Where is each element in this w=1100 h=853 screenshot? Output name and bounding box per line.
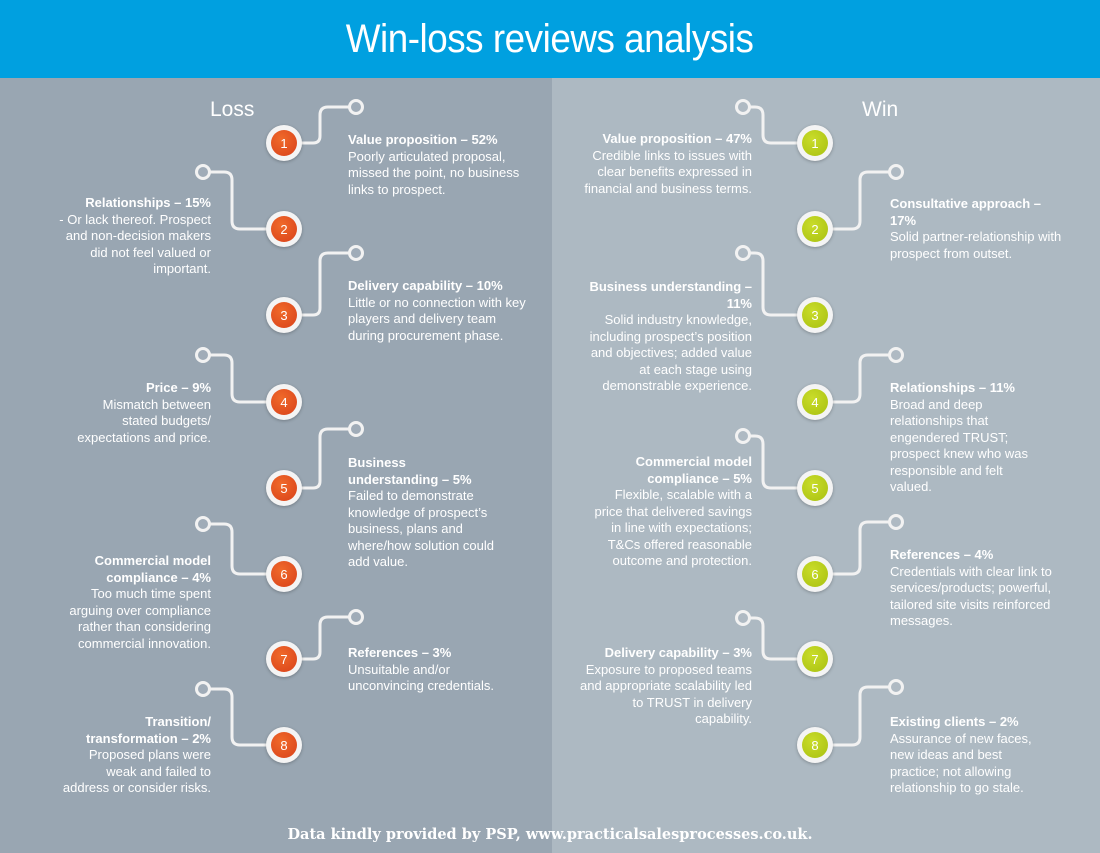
badge-number: 1 [271,130,297,156]
win-item-5: Commercial model compliance – 5% Flexibl… [590,454,752,570]
loss-badge-2: 2 [266,211,302,247]
win-badge-4: 4 [797,384,833,420]
item-description: Little or no connection with key players… [348,294,526,343]
item-heading: Business understanding – 11% [589,279,752,311]
loss-item-4: Price – 9% Mismatch between stated budge… [70,380,211,446]
badge-number: 8 [802,732,828,758]
win-item-7: Delivery capability – 3% Exposure to pro… [580,645,752,728]
badge-number: 6 [271,561,297,587]
data-credit: Data kindly provided by PSP, www.practic… [287,826,813,843]
loss-item-2: Relationships – 15% - Or lack thereof. P… [50,195,211,278]
item-heading: Commercial model compliance – 5% [635,454,752,486]
item-description: Proposed plans were weak and failed to a… [62,747,211,795]
item-heading: Relationships – 11% [890,380,1015,395]
win-column-title: Win [862,98,899,121]
badge-number: 4 [271,389,297,415]
item-description: Exposure to proposed teams and appropria… [580,661,752,727]
badge-number: 5 [802,475,828,501]
loss-item-7: References – 3% Unsuitable and/or unconv… [348,645,518,695]
item-description: Flexible, scalable with a price that del… [594,487,752,568]
item-description: Mismatch between stated budgets/ expecta… [77,396,211,445]
item-heading: Existing clients – 2% [890,714,1019,729]
item-description: Credible links to issues with clear bene… [584,147,752,196]
loss-badge-3: 3 [266,297,302,333]
item-heading: References – 3% [348,645,452,660]
win-badge-3: 3 [797,297,833,333]
win-badge-6: 6 [797,556,833,592]
item-description: Unsuitable and/or unconvincing credentia… [348,661,494,694]
loss-item-5: Business understanding – 5% Failed to de… [348,455,498,571]
item-description: Credentials with clear link to services/… [890,563,1052,629]
badge-number: 5 [271,475,297,501]
win-badge-2: 2 [797,211,833,247]
badge-number: 3 [271,302,297,328]
item-heading: Business understanding – 5% [348,455,472,487]
loss-badge-7: 7 [266,641,302,677]
badge-number: 7 [802,646,828,672]
win-item-2: Consultative approach – 17% Solid partne… [890,196,1065,262]
item-description: Too much time spent arguing over complia… [69,586,211,651]
loss-item-8: Transition/ transformation – 2% Proposed… [60,714,211,797]
item-description: Solid partner-relationship with prospect… [890,229,1062,261]
loss-column-title: Loss [210,98,255,121]
loss-badge-8: 8 [266,727,302,763]
item-heading: Commercial model compliance – 4% [94,553,211,585]
loss-badge-1: 1 [266,125,302,161]
loss-panel [0,78,552,853]
item-heading: References – 4% [890,547,994,562]
badge-number: 4 [802,389,828,415]
item-description: Poorly articulated proposal, missed the … [348,148,520,197]
badge-number: 8 [271,732,297,758]
item-heading: Value proposition – 52% [348,132,498,147]
item-heading: Price – 9% [145,380,211,395]
badge-number: 2 [271,216,297,242]
loss-badge-5: 5 [266,470,302,506]
win-item-1: Value proposition – 47% Credible links t… [570,131,752,197]
item-heading: Delivery capability – 10% [348,278,503,293]
item-description: Assurance of new faces, new ideas and be… [890,730,1032,796]
badge-number: 7 [271,646,297,672]
item-heading: Delivery capability – 3% [604,645,752,660]
win-item-4: Relationships – 11% Broad and deep relat… [890,380,1040,496]
item-heading: Transition/ transformation – 2% [86,714,211,746]
win-badge-5: 5 [797,470,833,506]
item-heading: Relationships – 15% [85,195,211,210]
win-item-3: Business understanding – 11% Solid indus… [580,279,752,395]
win-panel [552,78,1100,853]
badge-number: 6 [802,561,828,587]
item-description: Solid industry knowledge, including pros… [589,312,752,393]
item-heading: Consultative approach – 17% [890,196,1041,228]
item-description: Failed to demonstrate knowledge of prosp… [348,488,494,569]
loss-badge-6: 6 [266,556,302,592]
badge-number: 1 [802,130,828,156]
header-bar: Win-loss reviews analysis [0,0,1100,78]
loss-badge-4: 4 [266,384,302,420]
loss-item-3: Delivery capability – 10% Little or no c… [348,278,528,344]
loss-item-1: Value proposition – 52% Poorly articulat… [348,132,533,198]
loss-item-6: Commercial model compliance – 4% Too muc… [45,553,211,652]
item-description: - Or lack thereof. Prospect and non-deci… [59,211,211,277]
win-badge-7: 7 [797,641,833,677]
win-badge-1: 1 [797,125,833,161]
item-description: Broad and deep relationships that engend… [890,396,1029,495]
win-badge-8: 8 [797,727,833,763]
item-heading: Value proposition – 47% [602,131,752,146]
page-title: Win-loss reviews analysis [346,16,754,61]
win-item-8: Existing clients – 2% Assurance of new f… [890,714,1040,797]
badge-number: 2 [802,216,828,242]
win-item-6: References – 4% Credentials with clear l… [890,547,1070,630]
badge-number: 3 [802,302,828,328]
